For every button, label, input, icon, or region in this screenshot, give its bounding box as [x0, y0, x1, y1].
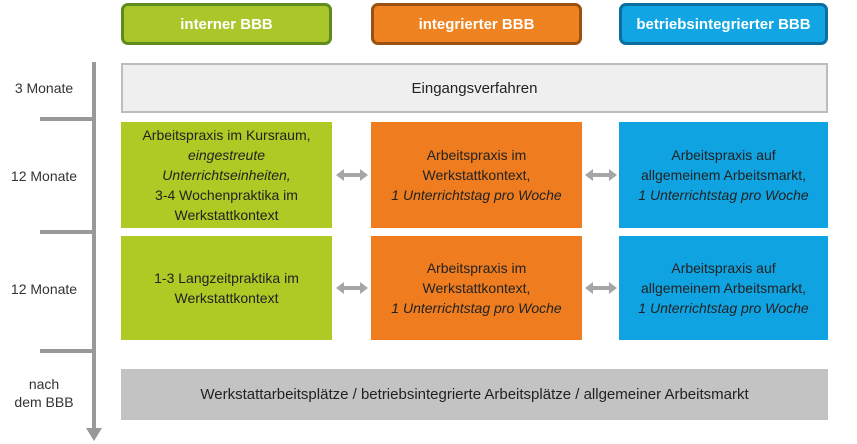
row1-company-line2: allgemeinem Arbeitsmarkt, [641, 167, 806, 183]
double-arrow-icon [336, 282, 368, 294]
entry-procedure-label: Eingangsverfahren [411, 79, 538, 97]
timeline-tick [40, 117, 94, 121]
row1-integrated-line1: Arbeitspraxis im [426, 147, 527, 163]
time-label-phase2: 12 Monate [10, 168, 78, 184]
time-label-after-line2: dem BBB [14, 394, 74, 410]
timeline-tick [40, 230, 94, 234]
double-arrow-icon [585, 169, 617, 181]
row2-company-box: Arbeitspraxis auf allgemeinem Arbeitsmar… [619, 236, 828, 340]
row2-company-line1: Arbeitspraxis auf [671, 260, 776, 276]
outcome-label: Werkstattarbeitsplätze / betriebsintegri… [200, 386, 749, 403]
header-integrated-bbb: integrierter BBB [371, 3, 582, 45]
row2-integrated-line2: Werkstattkontext, [422, 280, 531, 296]
row1-internal-line3: Unterrichtseinheiten, [162, 167, 291, 183]
row2-integrated-line1: Arbeitspraxis im [426, 260, 527, 276]
double-arrow-icon [336, 169, 368, 181]
time-label-phase3: 12 Monate [10, 281, 78, 297]
time-label-phase1: 3 Monate [14, 80, 74, 96]
row2-integrated-box: Arbeitspraxis im Werkstattkontext, 1 Unt… [371, 236, 582, 340]
timeline-axis [92, 62, 96, 432]
row1-integrated-box: Arbeitspraxis im Werkstattkontext, 1 Unt… [371, 122, 582, 228]
row2-internal-line2: Werkstattkontext [174, 290, 279, 306]
row1-internal-line5: Werkstattkontext [174, 207, 279, 223]
row2-company-line3: 1 Unterrichtstag pro Woche [638, 300, 809, 316]
double-arrow-icon [585, 282, 617, 294]
row2-internal-box: 1-3 Langzeitpraktika im Werkstattkontext [121, 236, 332, 340]
timeline-arrow-down-icon [86, 428, 102, 441]
header-company-integrated-bbb: betriebsintegrierter BBB [619, 3, 828, 45]
row1-company-line1: Arbeitspraxis auf [671, 147, 776, 163]
time-label-after: nach dem BBB [0, 375, 88, 411]
entry-procedure-box: Eingangsverfahren [121, 63, 828, 113]
row2-internal-line1: 1-3 Langzeitpraktika im [154, 270, 299, 286]
row2-company-line2: allgemeinem Arbeitsmarkt, [641, 280, 806, 296]
row1-integrated-line3: 1 Unterrichtstag pro Woche [391, 187, 562, 203]
row2-integrated-line3: 1 Unterrichtstag pro Woche [391, 300, 562, 316]
header-internal-bbb: interner BBB [121, 3, 332, 45]
time-label-after-line1: nach [28, 376, 60, 392]
row1-internal-line4: 3-4 Wochenpraktika im [155, 187, 298, 203]
row1-company-box: Arbeitspraxis auf allgemeinem Arbeitsmar… [619, 122, 828, 228]
row1-internal-line1: Arbeitspraxis im Kursraum, [142, 127, 311, 143]
outcome-box: Werkstattarbeitsplätze / betriebsintegri… [121, 369, 828, 420]
row1-internal-line2: eingestreute [187, 147, 266, 163]
row1-integrated-line2: Werkstattkontext, [422, 167, 531, 183]
row1-company-line3: 1 Unterrichtstag pro Woche [638, 187, 809, 203]
timeline-tick [40, 349, 94, 353]
row1-internal-box: Arbeitspraxis im Kursraum, eingestreute … [121, 122, 332, 228]
